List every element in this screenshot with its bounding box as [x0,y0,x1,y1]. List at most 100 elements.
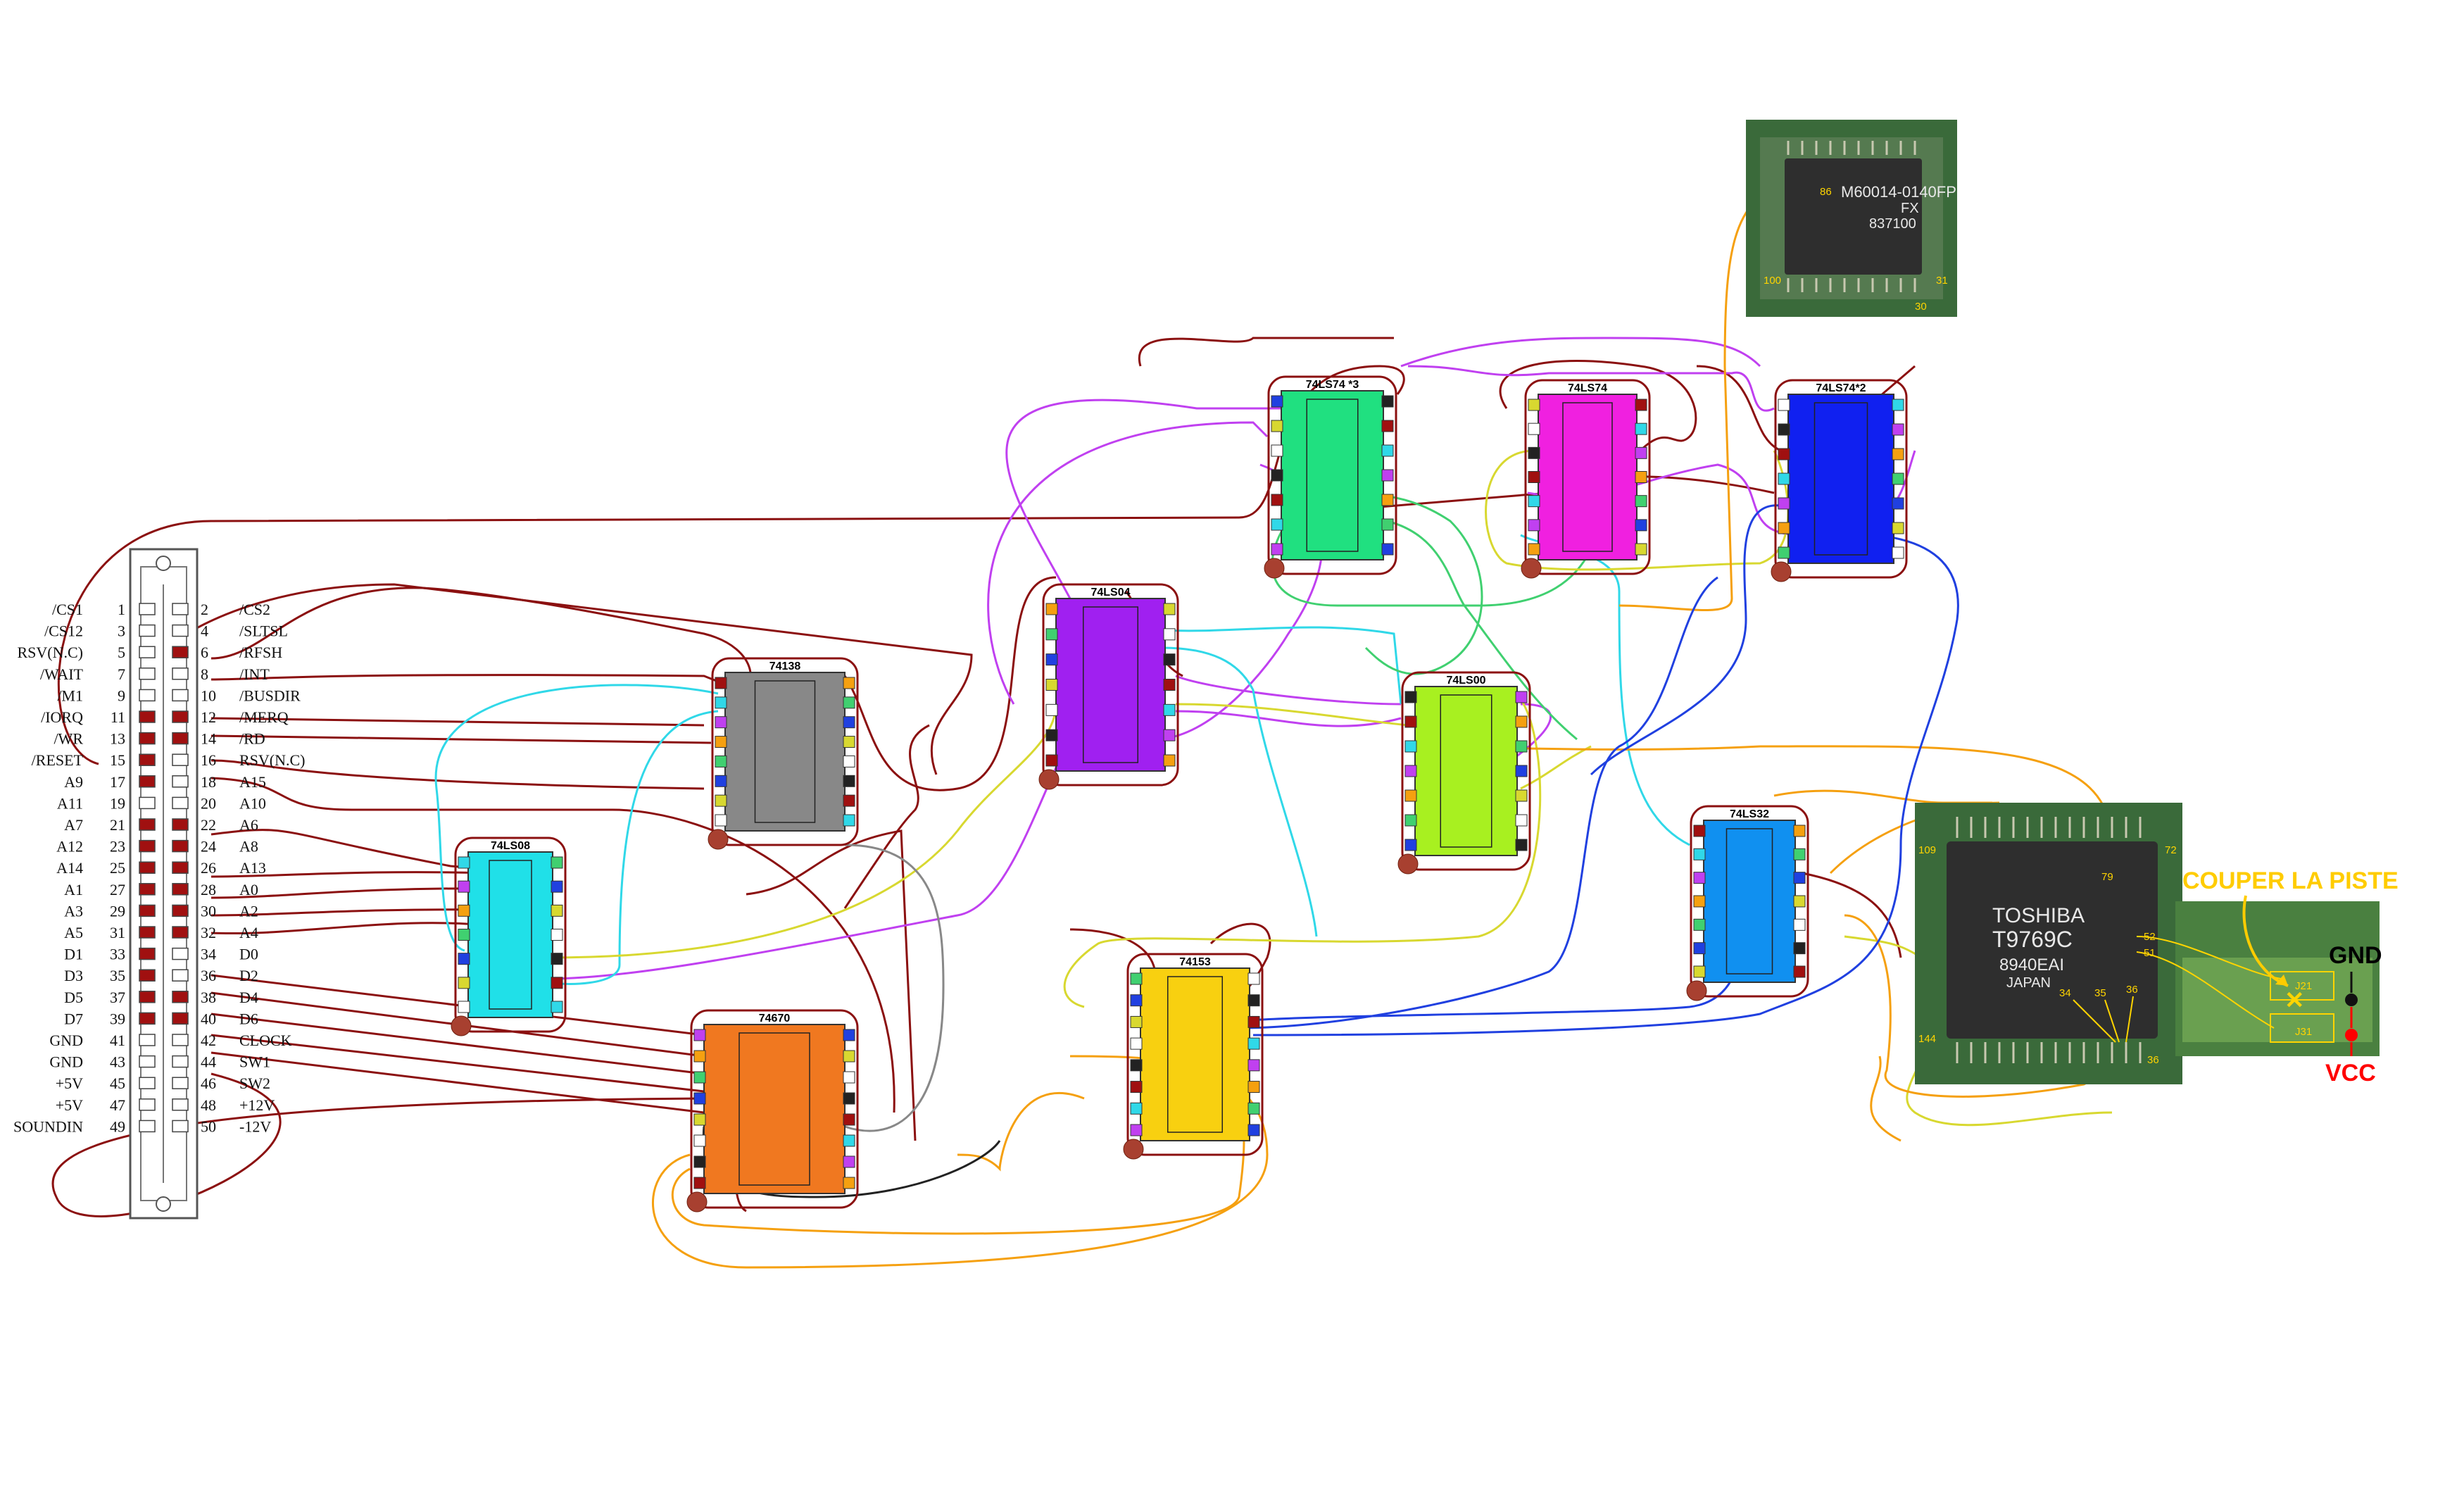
gnd-label: GND [2329,942,2382,969]
connector-pin-number: 9 [118,687,125,704]
chip-schematic [1440,694,1492,848]
ground-point-icon [1123,1139,1144,1160]
chip-pin [843,1071,855,1084]
chip-schematic [1306,399,1359,552]
chip-pin [1271,543,1283,556]
connector-signal-label: D5 [64,989,83,1006]
chip-pin [1045,679,1058,691]
chip-pin [1247,1037,1260,1050]
chip-schematic [489,860,532,1010]
chip-pin [1693,825,1706,837]
chip-pin [1778,497,1790,510]
cut-trace-arrow [2242,895,2289,987]
chip-pin [458,856,470,869]
connector-pad [139,1098,156,1111]
vcc-point [2345,1029,2358,1041]
chip-pin [1892,497,1904,510]
chip-pin [1271,494,1283,506]
ground-point-icon [451,1015,472,1036]
chip-wire-loop [454,837,567,1033]
chip-pin [1693,965,1706,978]
chip-pin [458,1001,470,1013]
chip-pin [1778,448,1790,460]
chip-pin [1693,872,1706,884]
connector-signal-label: A7 [64,816,83,834]
connector-signal-label: /WAIT [40,665,84,683]
ground-point-icon [1038,769,1060,790]
chip-pin [1528,422,1540,435]
connector-signal-label: /MERQ [239,708,289,726]
vcc-label: VCC [2325,1060,2376,1086]
chip-title: 74153 [1179,956,1211,968]
chip-pin [1130,1102,1143,1115]
connector-signal-label: /RESET [32,751,84,769]
connector-pin-number: 40 [201,1010,216,1027]
chip-pin [1247,972,1260,985]
connector-pin-number: 16 [201,751,216,769]
connector-pin-number: 13 [110,730,125,748]
connector-signal-label: SW2 [239,1074,270,1092]
connector-pad [172,603,189,615]
connector-signal-label: RSV(N.C) [17,644,83,661]
chip-pin [693,1177,706,1189]
connector-pin-number: 4 [201,622,208,640]
chip-pin [1528,495,1540,508]
connector-pin-number: 21 [110,816,125,834]
connector-signal-label: +5V [56,1074,83,1092]
connector-signal-label: D4 [239,989,258,1006]
pcb-main-chip-text-1: TOSHIBA [1992,904,2085,927]
connector-signal-label: /WR [54,730,83,748]
chip-wire-loop [711,657,859,846]
connector-signal-label: /CS1 [52,601,83,618]
chip-pin [1404,691,1417,703]
connector-signal-label: /M1 [57,687,83,704]
chip-pin [1892,522,1904,534]
chip-pin [1778,423,1790,436]
connector-pad [139,710,156,723]
chip-pin [1271,395,1283,408]
chip-pin [843,1092,855,1105]
chip-pin [1528,543,1540,556]
chip-title: 74LS74 [1568,382,1607,394]
chip-pin [1515,814,1528,827]
connector-pad [172,904,189,917]
connector-pad [172,753,189,766]
pcb-top-pin-100: 100 [1764,275,1781,287]
connector-pad [139,861,156,874]
chip-pin [1515,789,1528,802]
connector-pin-number: 23 [110,838,125,856]
connector-signal-label: /CS2 [239,601,270,618]
chip-pin [1635,471,1647,483]
chip-pin [1381,444,1394,457]
connector-signal-label: RSV(N.C) [239,751,306,769]
chip-pin [1045,729,1058,741]
chip-pin [458,953,470,965]
chip-pin [1793,965,1806,978]
chip-pin [715,736,727,748]
chip-pin [843,696,855,709]
connector-pin-number: 24 [201,838,216,856]
connector-pin-number: 33 [110,946,125,963]
connector-pad [172,1034,189,1046]
pcb-top: M60014-0140FP FX 837100 86 100 31 30 [1746,120,1957,317]
chip-wire-loop [1774,379,1908,579]
chip-wire-loop [1401,671,1531,871]
cut-mark-icon: ✕ [2284,987,2305,1014]
chip-pin [715,696,727,709]
chip-pin [1381,395,1394,408]
connector-pin-number: 37 [110,989,125,1006]
chip-pin [693,1092,706,1105]
chip-pin [1635,495,1647,508]
chip-pin [1515,691,1528,703]
pcb-top-pin-86: 86 [1820,186,1832,198]
pcb-top-pin-31: 31 [1936,275,1948,287]
wires-gray [844,844,945,1132]
chip-pin [551,953,563,965]
chip-pin [1515,740,1528,753]
connector-pin-number: 14 [201,730,216,748]
pcb-top-pin-30: 30 [1915,301,1927,313]
connector-pin-number: 17 [110,773,125,791]
connector-pad [172,818,189,831]
ground-point-icon [1771,561,1792,582]
wires-cyan [434,534,1690,985]
